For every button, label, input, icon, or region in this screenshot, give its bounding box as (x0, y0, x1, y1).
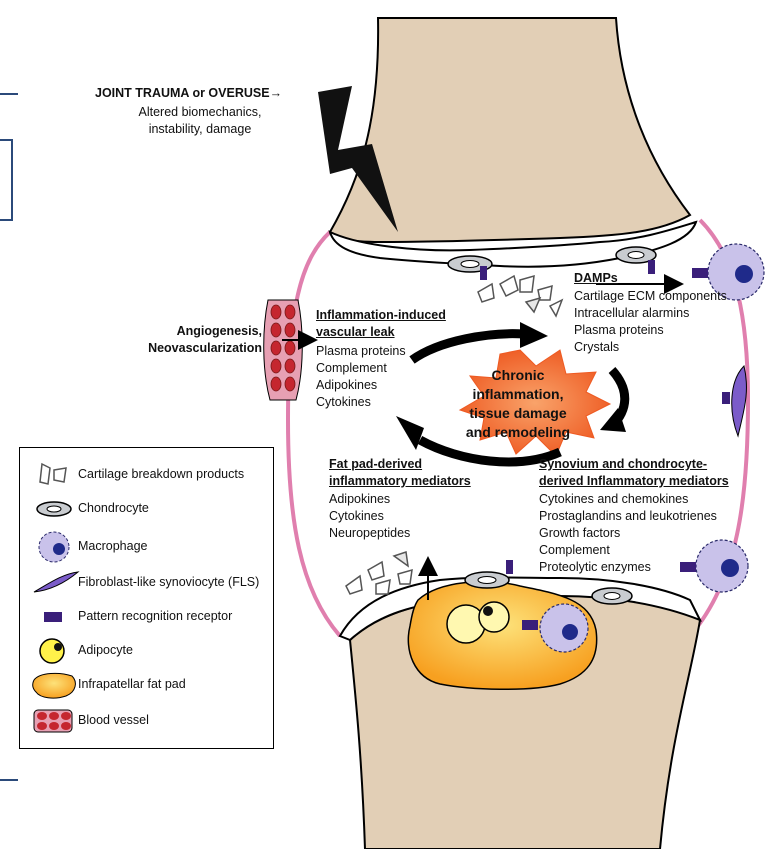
damps-item-0: Cartilage ECM components (574, 288, 727, 305)
synovium-heading-2: derived Inflammatory mediators (539, 473, 729, 490)
damps-item-1: Intracellular alarmins (574, 305, 689, 322)
vascular-heading-2: vascular leak (316, 324, 395, 341)
legend-item: Chondrocyte (20, 492, 273, 526)
trauma-line2: Altered biomechanics, (110, 104, 290, 121)
cartilage-fragments-upper (478, 276, 562, 316)
synovium-item-1: Prostaglandins and leukotrienes (539, 508, 717, 525)
legend-item: Adipocyte (20, 634, 273, 668)
blood-vessel-icon (264, 300, 303, 400)
legend-label: Pattern recognition receptor (78, 609, 232, 623)
legend-item: Cartilage breakdown products (20, 458, 273, 492)
legend-label: Blood vessel (78, 713, 149, 727)
vascular-item-2: Adipokines (316, 377, 377, 394)
synovium-item-2: Growth factors (539, 525, 620, 542)
legend-label: Cartilage breakdown products (78, 467, 244, 481)
cartilage-fragments-lower (346, 552, 412, 594)
vascular-item-0: Plasma proteins (316, 343, 406, 360)
fatpad-item-0: Adipokines (329, 491, 390, 508)
center-line-1: Chronic inflammation, (448, 366, 588, 404)
center-line-2: tissue damage (448, 404, 588, 423)
synovium-item-3: Complement (539, 542, 610, 559)
legend-label: Infrapatellar fat pad (78, 677, 186, 691)
legend-item: Blood vessel (20, 704, 273, 738)
legend-item: Infrapatellar fat pad (20, 668, 273, 702)
synovium-item-0: Cytokines and chemokines (539, 491, 688, 508)
fatpad-item-1: Cytokines (329, 508, 384, 525)
vascular-heading-1: Inflammation-induced (316, 307, 446, 324)
synovium-item-4: Proteolytic enzymes (539, 559, 651, 576)
damps-item-2: Plasma proteins (574, 322, 664, 339)
angio-line2: Neovascularization (140, 340, 262, 357)
fatpad-heading-1: Fat pad-derived (329, 456, 422, 473)
trauma-line3: instability, damage (110, 121, 290, 138)
trauma-title: JOINT TRAUMA or OVERUSE→ (95, 85, 282, 102)
legend-label: Fibroblast-like synoviocyte (FLS) (78, 575, 259, 589)
fatpad-item-2: Neuropeptides (329, 525, 410, 542)
center-line-3: and remodeling (448, 423, 588, 442)
legend-item: Fibroblast-like synoviocyte (FLS) (20, 566, 273, 600)
legend-box: Cartilage breakdown products Chondrocyte… (19, 447, 274, 749)
fatpad-heading-2: inflammatory mediators (329, 473, 471, 490)
fls-cell (722, 366, 746, 436)
vascular-item-1: Complement (316, 360, 387, 377)
legend-label: Chondrocyte (78, 501, 149, 515)
frame-fragments (0, 94, 18, 780)
legend-item: Macrophage (20, 530, 273, 564)
damps-heading: DAMPs (574, 270, 618, 287)
damps-item-3: Crystals (574, 339, 619, 356)
synovium-heading-1: Synovium and chondrocyte- (539, 456, 707, 473)
legend-label: Macrophage (78, 539, 148, 553)
legend-item: Pattern recognition receptor (20, 600, 273, 634)
angio-line1: Angiogenesis, (140, 323, 262, 340)
macrophage-lower (680, 540, 748, 592)
legend-label: Adipocyte (78, 643, 133, 657)
vascular-item-3: Cytokines (316, 394, 371, 411)
center-label: Chronic inflammation, tissue damage and … (448, 366, 588, 442)
